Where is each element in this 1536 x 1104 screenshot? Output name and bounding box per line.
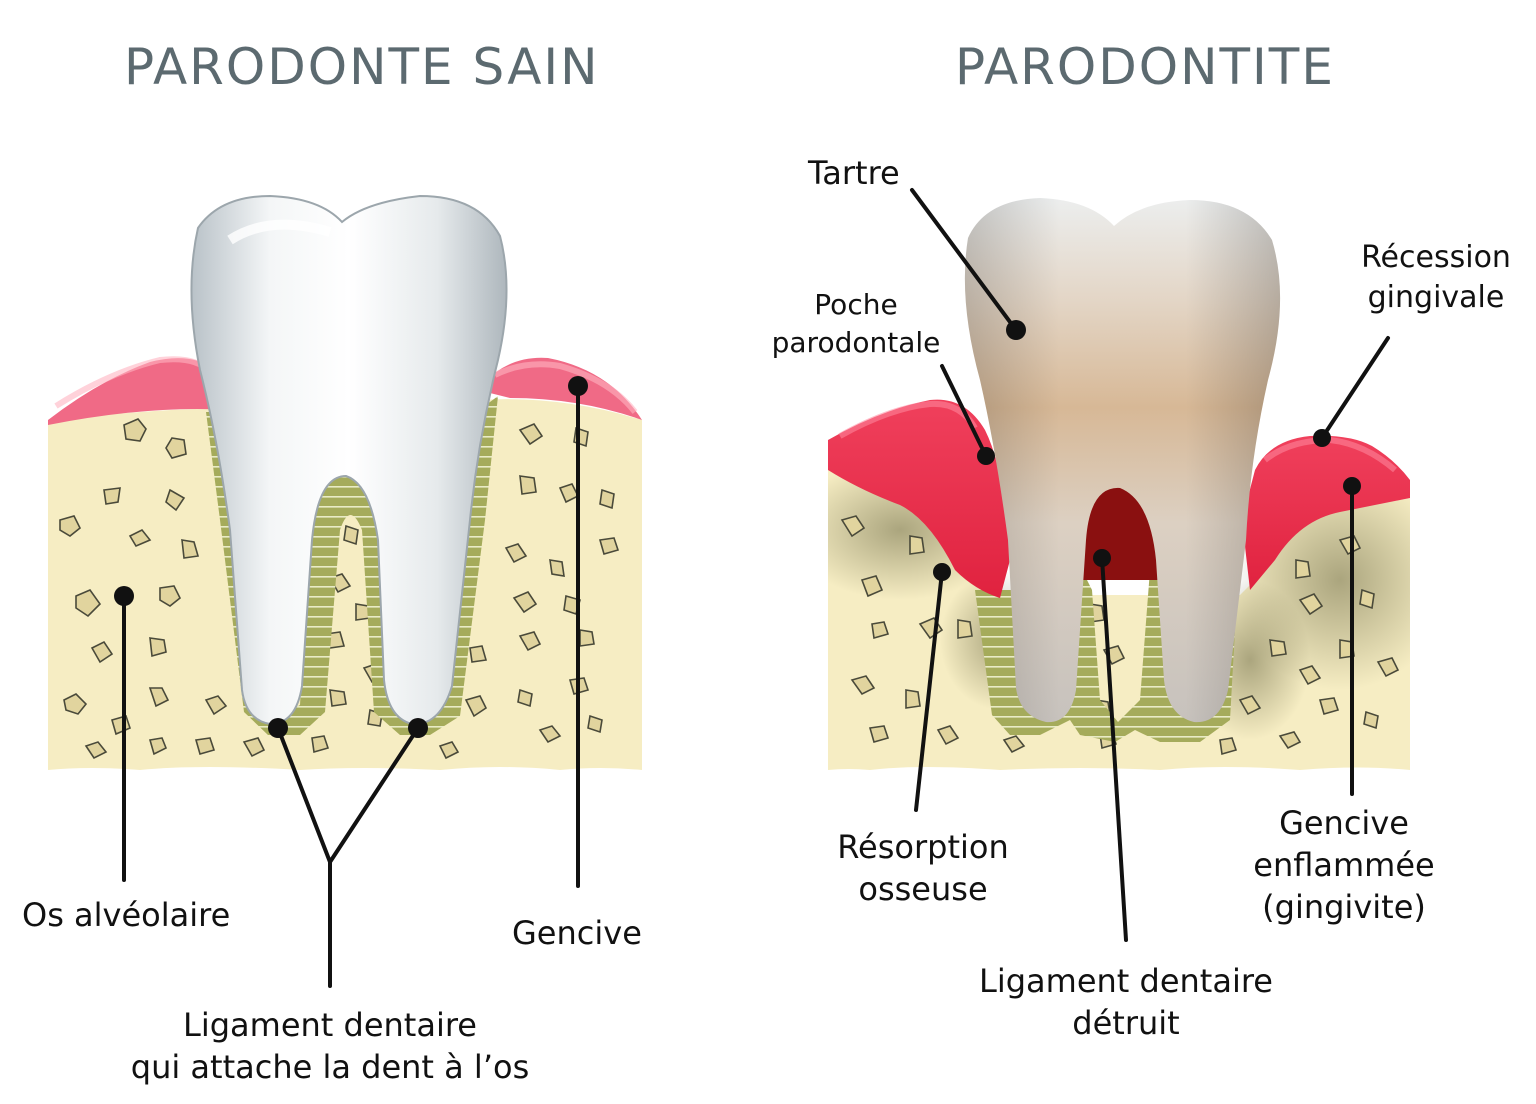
callout-dots (114, 320, 1361, 738)
label-ligament-line2: qui attache la dent à l’os (130, 1048, 530, 1086)
label-ligament-detruit-line2: détruit (1072, 1004, 1180, 1042)
bone-particles (59, 418, 620, 760)
inflamed-gum-left (828, 399, 1010, 598)
label-tartre: Tartre (808, 154, 900, 192)
healthy-gum-right (478, 357, 642, 420)
label-gencive-enflammee-line3: (gingivite) (1262, 888, 1426, 926)
bone-particles-right (840, 515, 1400, 756)
label-ligament-detruit: Ligament dentaire détruit (956, 960, 1296, 1044)
inflamed-gum-right (1242, 435, 1410, 590)
label-recession: Récession gingivale (1336, 238, 1536, 318)
label-recession-line2: gingivale (1367, 280, 1505, 315)
label-poche-line2: parodontale (771, 326, 941, 359)
label-recession-line1: Récession (1361, 240, 1511, 275)
label-ligament-line1: Ligament dentaire (183, 1006, 477, 1044)
label-poche: Poche parodontale (756, 286, 956, 362)
healthy-illustration (48, 194, 642, 770)
label-poche-line1: Poche (814, 288, 898, 321)
label-gencive-enflammee-line1: Gencive (1279, 804, 1409, 842)
label-os-alveolaire: Os alvéolaire (22, 896, 231, 934)
periodontitis-illustration (828, 198, 1410, 770)
label-ligament: Ligament dentaire qui attache la dent à … (60, 1004, 600, 1088)
callout-lines (122, 188, 1390, 988)
label-gencive-enflammee: Gencive enflammée (gingivite) (1236, 802, 1452, 928)
label-gencive: Gencive (512, 914, 642, 952)
label-resorption-line1: Résorption (837, 828, 1009, 866)
title-healthy: PARODONTE SAIN (124, 38, 600, 96)
title-periodontitis: PARODONTITE (955, 38, 1335, 96)
label-gencive-enflammee-line2: enflammée (1253, 846, 1435, 884)
label-resorption-line2: osseuse (858, 870, 988, 908)
label-ligament-detruit-line1: Ligament dentaire (979, 962, 1273, 1000)
healthy-gum (48, 358, 230, 425)
label-resorption: Résorption osseuse (818, 826, 1028, 910)
